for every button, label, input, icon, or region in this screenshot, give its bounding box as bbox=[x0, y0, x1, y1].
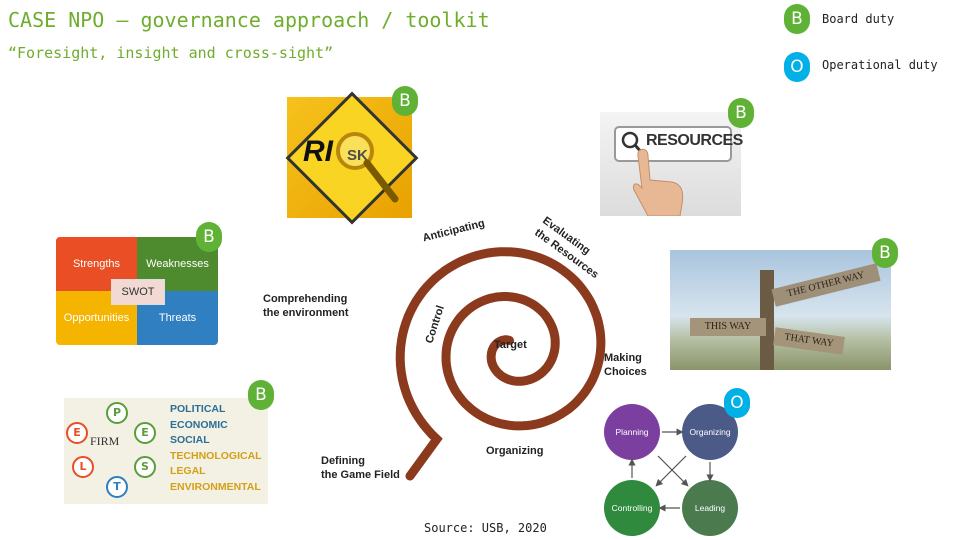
pestle-letter-p: P bbox=[106, 402, 128, 424]
magnifier-icon bbox=[336, 132, 399, 203]
spiral-label-choices: Choices bbox=[604, 366, 647, 378]
swot-badge: B bbox=[196, 222, 222, 252]
function-arrows bbox=[628, 428, 714, 512]
signpost-pole bbox=[760, 270, 774, 370]
pestle-word-list: POLITICAL ECONOMIC SOCIAL TECHNOLOGICAL … bbox=[170, 402, 262, 495]
sign-this-way: THIS WAY bbox=[690, 318, 766, 336]
swot-center-label: SWOT bbox=[111, 279, 165, 305]
spiral-arrow bbox=[395, 247, 606, 481]
function-planning: Planning bbox=[604, 404, 660, 460]
source-note: Source: USB, 2020 bbox=[424, 521, 547, 535]
spiral-label-target: Target bbox=[494, 339, 527, 351]
spiral-label-defining: Defining bbox=[321, 455, 365, 467]
management-functions: Planning Organizing Controlling Leading bbox=[600, 398, 746, 538]
spiral-label-control: Control bbox=[423, 304, 446, 345]
risk-text-main: RI bbox=[303, 135, 333, 168]
signpost-image: THE OTHER WAY THIS WAY THAT WAY bbox=[670, 250, 891, 370]
pestle-badge: B bbox=[248, 380, 274, 410]
legend-operational-label: Operational duty bbox=[822, 58, 938, 72]
management-spiral: Anticipating Evaluating the Resources Co… bbox=[263, 215, 647, 481]
sign-that-way: THAT WAY bbox=[773, 327, 845, 355]
pestle-word-environmental: ENVIRONMENTAL bbox=[170, 480, 261, 493]
spiral-label-the-environment: the environment bbox=[263, 307, 349, 319]
spiral-label-organizing: Organizing bbox=[486, 445, 543, 457]
resources-search-box bbox=[614, 126, 732, 162]
signpost-badge: B bbox=[872, 238, 898, 268]
spiral-label-anticipating: Anticipating bbox=[421, 217, 486, 244]
pestle-letter-l: L bbox=[72, 456, 94, 478]
pestle-letter-e2: E bbox=[66, 422, 88, 444]
spiral-label-making: Making bbox=[604, 352, 642, 364]
function-leading: Leading bbox=[682, 480, 738, 536]
legend-operational-badge: O bbox=[784, 52, 810, 82]
pestle-letter-e1: E bbox=[134, 422, 156, 444]
spiral-label-game-field: the Game Field bbox=[321, 469, 400, 481]
pestle-word-political: POLITICAL bbox=[170, 403, 226, 415]
resources-text: RESOURCES bbox=[646, 132, 743, 149]
function-controlling: Controlling bbox=[604, 480, 660, 536]
page-subtitle: “Foresight, insight and cross-sight” bbox=[8, 44, 334, 62]
pestle-letter-t: T bbox=[106, 476, 128, 498]
legend-board-label: Board duty bbox=[822, 12, 895, 26]
page-title: CASE NPO – governance approach / toolkit bbox=[8, 8, 490, 32]
risk-badge: B bbox=[392, 86, 418, 116]
swot-strengths: Strengths bbox=[56, 237, 137, 291]
spiral-label-comprehending: Comprehending bbox=[263, 293, 347, 305]
pestle-word-technological: TECHNOLOGICAL bbox=[170, 449, 262, 462]
pestle-word-economic: ECONOMIC bbox=[170, 418, 228, 431]
management-badge: O bbox=[724, 388, 750, 418]
pestle-diagram: FIRM P E S T L E POLITICAL ECONOMIC SOCI… bbox=[64, 398, 268, 504]
risk-image: RI SK bbox=[285, 91, 419, 225]
resources-image: RESOURCES bbox=[600, 112, 743, 216]
pestle-word-social: SOCIAL bbox=[170, 434, 210, 446]
resources-badge: B bbox=[728, 98, 754, 128]
pestle-center-label: FIRM bbox=[90, 434, 120, 448]
sign-the-other-way: THE OTHER WAY bbox=[771, 263, 881, 307]
pestle-word-legal: LEGAL bbox=[170, 465, 206, 477]
legend-board-badge: B bbox=[784, 4, 810, 34]
swot-matrix: Strengths Weaknesses Opportunities Threa… bbox=[56, 237, 218, 345]
pointing-hand-icon bbox=[633, 148, 684, 216]
risk-text-tail: SK bbox=[347, 147, 368, 164]
pestle-letter-s: S bbox=[134, 456, 156, 478]
